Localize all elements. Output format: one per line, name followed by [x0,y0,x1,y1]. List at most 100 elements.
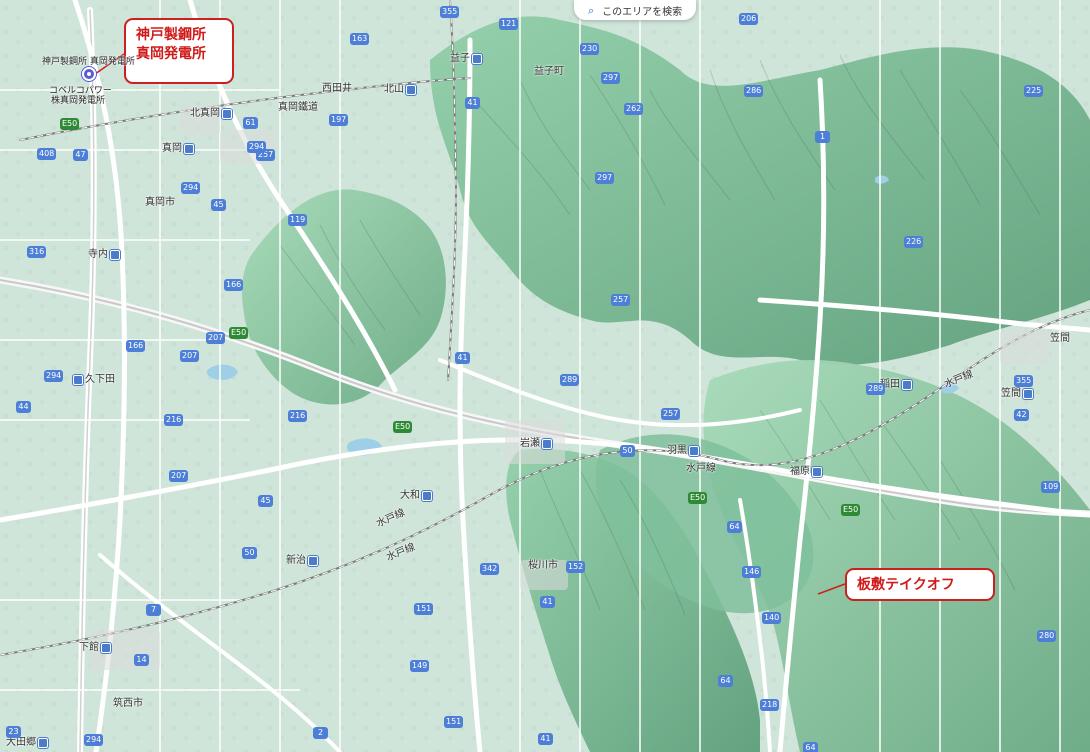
route-badge-294-d: 294 [84,734,104,746]
route-badge-64-b: 64 [718,675,733,687]
route-badge-206: 206 [739,13,759,25]
mountain-zones [242,16,1090,752]
route-badge-64-c: 64 [803,742,818,752]
railway-moka-overlay [19,77,471,141]
railway-jobo-overlay [447,0,457,381]
search-area-label: このエリアを検索 [602,6,683,18]
route-badge-294-b: 294 [247,141,267,153]
train-station-icon [472,54,482,64]
route-badge-23: 23 [6,726,21,738]
route-41 [457,37,483,752]
train-station-icon [38,738,48,748]
train-station-icon [101,643,111,653]
route-badge-225: 225 [1024,85,1044,97]
train-station-icon [406,85,416,95]
moka-city-label: 真岡市 [145,197,175,208]
station-terauchi-label: 寺内 [88,249,108,260]
station-nishidai-label: 西田井 [322,83,352,94]
route-badge-119: 119 [288,214,308,226]
expressway-badge-e50-e: E50 [841,504,861,516]
route-badge-316: 316 [27,246,47,258]
station-shimodate-label: 下館 [79,642,99,653]
plant-marker-bottom-label-2: 株真岡発電所 [51,96,106,106]
route-badge-1: 1 [815,131,830,143]
route-badge-207-a: 207 [206,332,226,344]
station-yamato[interactable]: 大和 [400,491,432,501]
station-shimodate[interactable]: 下館 [79,643,111,653]
route-badge-45-b: 45 [258,495,273,507]
plant-callout-line-2: 真岡発電所 [136,45,206,62]
railways [0,0,1090,656]
route-badge-14: 14 [134,654,149,666]
station-haguro[interactable]: 羽黒 [667,446,699,456]
route-badge-151-a: 151 [414,603,434,615]
train-station-icon [73,375,83,385]
route-badge-41-d: 41 [538,733,553,745]
sakuragawa-city-label: 桜川市 [528,560,558,571]
route-badge-294-c: 294 [44,370,64,382]
station-fukuhara-label: 福原 [790,466,810,477]
station-kunoden-label: 久下田 [85,374,115,385]
route-badge-230: 230 [580,43,600,55]
route-badge-41-b: 41 [455,352,470,364]
route-badge-152: 152 [566,561,586,573]
route-badge-41-a: 41 [465,97,480,109]
station-moka[interactable]: 真岡 [162,144,194,154]
water-features [206,175,959,456]
route-1-north [777,77,827,752]
route-badge-207-c: 207 [169,470,189,482]
plant-location-pin[interactable] [82,67,96,81]
station-masuko[interactable]: 益子 [450,54,482,64]
route-badge-50-b: 50 [620,445,635,457]
mito-line-label-2: 水戸線 [686,463,716,474]
route-badge-286: 286 [744,85,764,97]
route-badge-355-a: 355 [440,6,460,18]
route-badge-146: 146 [742,566,762,578]
route-badge-140: 140 [762,612,782,624]
station-kasama[interactable]: 笠間 [1001,389,1033,399]
mountain-zone-3 [506,448,760,752]
station-niiji-label: 新治 [286,555,306,566]
station-niiji[interactable]: 新治 [286,556,318,566]
plant-callout-line-1: 神戸製鋼所 [136,27,206,43]
search-area-button[interactable]: ⌕ このエリアを検索 [574,0,697,20]
station-kitamoka-label: 北真岡 [190,108,220,119]
expressway-badge-e50-d: E50 [688,492,708,504]
route-64 [738,498,772,752]
station-iwase[interactable]: 岩瀬 [520,439,552,449]
train-station-icon [222,109,232,119]
takeoff-callout-label: 板敷テイクオフ [857,577,955,593]
route-badge-207-b: 207 [180,350,200,362]
route-badge-289-a: 289 [560,374,580,386]
minor-road-grid [0,0,1061,752]
route-badge-289-b: 289 [866,383,886,395]
route-badge-47: 47 [73,149,88,161]
route-badge-226: 226 [904,236,924,248]
route-badge-294-a: 294 [181,182,201,194]
route-badge-297-b: 297 [595,172,615,184]
mountain-zone-4 [703,360,1090,752]
station-otabe[interactable]: 大田郷 [6,738,48,748]
expressway-badge-e50-c: E50 [393,421,413,433]
route-badge-355-b: 355 [1014,375,1034,387]
route-badge-197: 197 [329,114,349,126]
route-badge-109: 109 [1041,481,1061,493]
route-badge-216-a: 216 [164,414,184,426]
route-badge-61: 61 [243,117,258,129]
route-badge-151-b: 151 [444,716,464,728]
route-badge-44: 44 [16,401,31,413]
train-station-icon [422,491,432,501]
station-inada[interactable]: 稲田 [880,380,912,390]
moka-railway-label: 真岡鐵道 [278,102,318,113]
station-kitayama-label: 北山 [384,84,404,95]
station-terauchi[interactable]: 寺内 [88,250,120,260]
station-kitayama[interactable]: 北山 [384,85,416,95]
station-nishidai[interactable]: 西田井 [322,84,352,94]
leader-lines [94,53,846,595]
station-kunoden[interactable]: 久下田 [73,375,115,385]
station-kitamoka[interactable]: 北真岡 [190,109,232,119]
route-badge-45-a: 45 [211,199,226,211]
station-fukuhara[interactable]: 福原 [790,467,822,477]
